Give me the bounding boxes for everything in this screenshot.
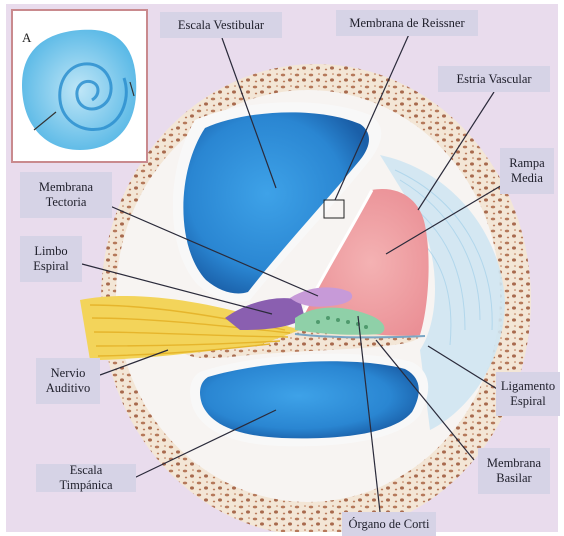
label-membrana-basilar: Membrana Basilar <box>478 448 550 494</box>
label-ligamento-espiral: Ligamento Espiral <box>496 372 560 416</box>
label-membrana-reissner: Membrana de Reissner <box>336 10 478 36</box>
label-membrana-tectoria: Membrana Tectoria <box>20 172 112 218</box>
label-organo-corti: Órgano de Corti <box>342 512 436 536</box>
inset-letter: A <box>22 30 31 46</box>
label-escala-timpanica: Escala Timpánica <box>36 464 136 492</box>
inset-cochlea-view <box>12 10 147 162</box>
label-escala-vestibular: Escala Vestibular <box>160 12 282 38</box>
label-limbo-espiral: Limbo Espiral <box>20 236 82 282</box>
label-rampa-media: Rampa Media <box>500 148 554 194</box>
scala-tympani <box>200 361 419 438</box>
label-nervio-auditivo: Nervio Auditivo <box>36 358 100 404</box>
label-estria-vascular: Estria Vascular <box>438 66 550 92</box>
